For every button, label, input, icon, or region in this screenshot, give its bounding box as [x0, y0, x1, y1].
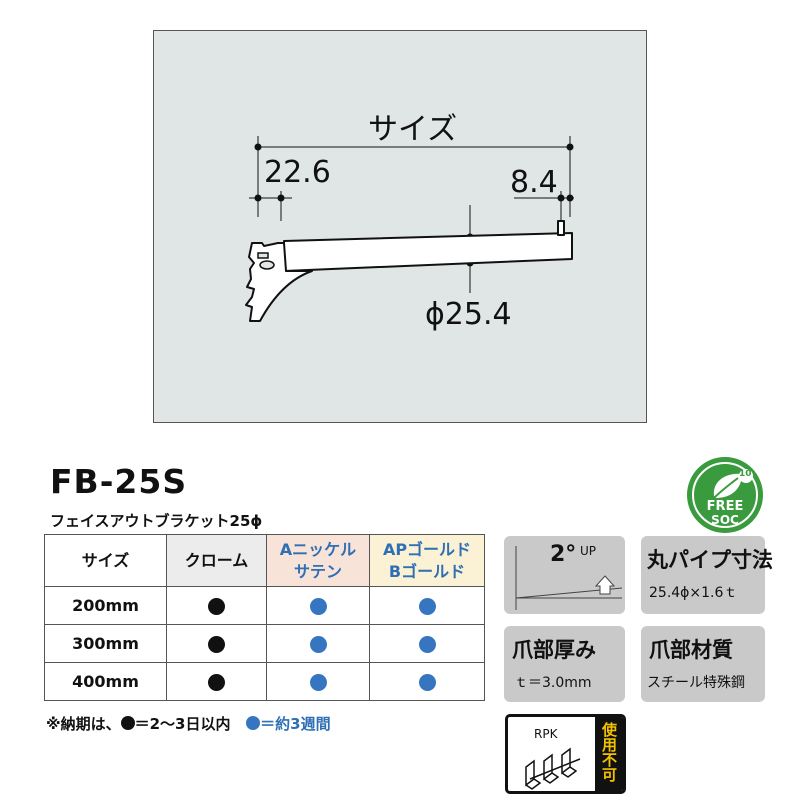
rpk-label: RPK [534, 727, 558, 741]
note-dot-black [120, 716, 135, 730]
header-gold: APゴールド Bゴールド [369, 534, 485, 587]
available-dot-black [208, 598, 225, 615]
chrome-cell [166, 586, 267, 625]
available-dot-blue [418, 598, 436, 615]
size-label: サイズ [368, 112, 458, 147]
note-blue-text: ＝約3週間 [260, 715, 331, 733]
model-number: FB-25S [50, 462, 188, 501]
table-row: 200mm [44, 586, 485, 625]
availability-table: サイズ クローム Aニッケル サテン APゴールド Bゴールド 200mm 30… [44, 534, 485, 701]
rpk-status: 使用不可 [597, 722, 621, 786]
rpk-status-text: 使用不可 [600, 722, 618, 782]
available-dot-blue [418, 636, 436, 653]
dim-right-label: 8.4 [510, 165, 558, 200]
rpk-rail-icon [525, 747, 581, 790]
gold-cell [369, 586, 485, 625]
material-value: スチール特殊鋼 [647, 675, 745, 691]
thickness-tile: 爪部厚み ｔ＝3.0mm [504, 626, 625, 702]
free-soc-logo: 10 FREE SOC [684, 454, 766, 536]
thickness-title: 爪部厚み [512, 638, 596, 662]
angle-value: 2° [550, 542, 577, 567]
material-tile: 爪部材質 スチール特殊鋼 [641, 626, 765, 702]
note-prefix: ※納期は、 [46, 715, 121, 733]
nickel-cell [266, 662, 370, 701]
note-black-text: ＝2～3日以内 [134, 715, 231, 733]
thickness-value: ｔ＝3.0mm [514, 675, 592, 691]
gold-cell [369, 624, 485, 663]
row-size: 200mm [44, 586, 167, 625]
row-size: 400mm [44, 662, 167, 701]
angle-diagram-icon [515, 546, 623, 610]
available-dot-blue [309, 598, 327, 615]
header-gold-line2: Bゴールド [388, 561, 466, 581]
available-dot-black [208, 674, 225, 691]
bracket-drawing [245, 136, 574, 322]
angle-suffix: UP [580, 544, 597, 558]
pipe-value: 25.4ϕ×1.6ｔ [649, 585, 738, 601]
pipe-tile: 丸パイプ寸法 25.4ϕ×1.6ｔ [641, 536, 773, 614]
table-row: 300mm [44, 624, 485, 663]
header-chrome: クローム [166, 534, 267, 587]
header-nickel-line2: サテン [293, 561, 342, 581]
gold-cell [369, 662, 485, 701]
note-dot-blue [246, 716, 261, 730]
header-gold-line1: APゴールド [382, 539, 472, 559]
nickel-cell [266, 624, 370, 663]
logo-number: 10 [739, 469, 752, 479]
dim-left-label: 22.6 [264, 155, 331, 190]
leaf-icon [687, 457, 763, 533]
row-size: 300mm [44, 624, 167, 663]
available-dot-blue [418, 674, 436, 691]
logo-free: FREE [706, 499, 744, 514]
header-nickel: Aニッケル サテン [266, 534, 370, 587]
chrome-cell [166, 624, 267, 663]
nickel-cell [266, 586, 370, 625]
table-row: 400mm [44, 662, 485, 701]
logo-soc: SOC [711, 513, 739, 527]
rpk-status-stripe [595, 717, 623, 791]
angle-tile: 2° UP [504, 536, 625, 614]
header-nickel-line1: Aニッケル [279, 539, 357, 559]
table-header-row: サイズ クローム Aニッケル サテン APゴールド Bゴールド [44, 534, 485, 587]
pipe-title: 丸パイプ寸法 [647, 548, 773, 572]
drawing-panel: サイズ 22.6 8.4 ϕ25.4 [153, 30, 647, 423]
header-size: サイズ [44, 534, 167, 587]
available-dot-blue [309, 636, 327, 653]
available-dot-blue [309, 674, 327, 691]
dim-diameter-label: ϕ25.4 [425, 297, 512, 332]
available-dot-black [208, 636, 225, 653]
delivery-note: ※納期は、 ＝2～3日以内 ＝約3週間 [46, 713, 331, 734]
rpk-badge: RPK 使用不可 [505, 714, 626, 794]
chrome-cell [166, 662, 267, 701]
product-name: フェイスアウトブラケット25ϕ [50, 512, 263, 530]
material-title: 爪部材質 [649, 638, 733, 662]
